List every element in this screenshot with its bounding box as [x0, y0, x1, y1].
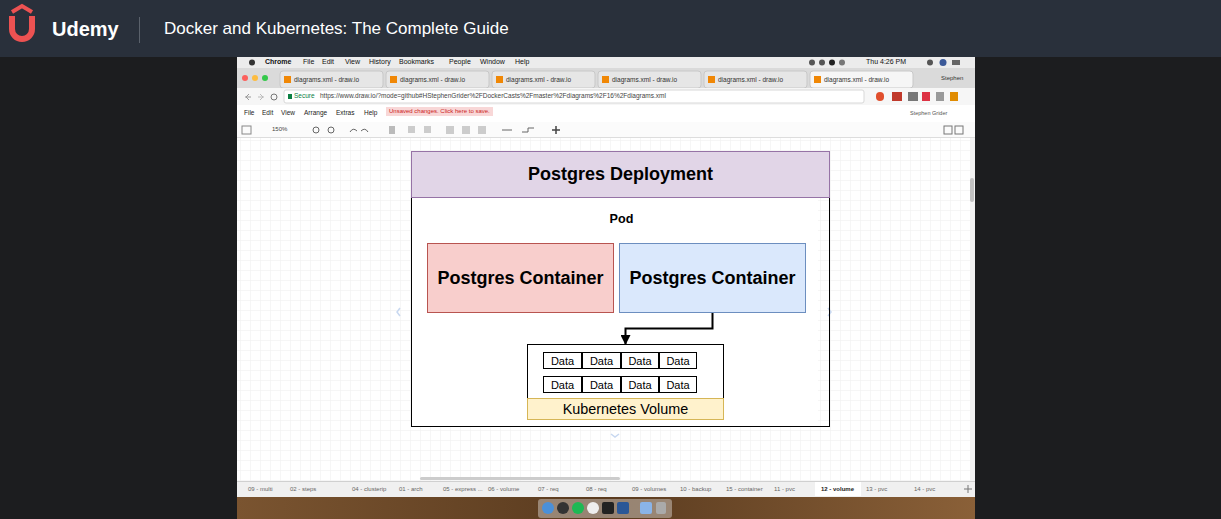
page-tab: 10 - backup: [680, 486, 711, 493]
ui-label: Arrange: [304, 109, 327, 117]
page-tab: 08 - req: [586, 486, 607, 493]
ui-label: Extras: [336, 109, 354, 117]
ui-label: People: [449, 58, 471, 66]
browser-tab-title: diagrams.xml - draw.io: [294, 76, 359, 84]
data-cell: Data: [621, 376, 659, 393]
page-tab: 06 - volume: [488, 486, 519, 493]
page-tab: 11 - pvc: [774, 486, 795, 493]
ui-label: Help: [515, 58, 529, 66]
container-title: Postgres Container: [621, 266, 803, 291]
browser-tab-title: diagrams.xml - draw.io: [718, 76, 783, 84]
url-text: https://www.draw.io/?mode=github#HStephe…: [320, 92, 666, 100]
pod-title: Pod: [412, 212, 831, 226]
data-cell: Data: [659, 376, 697, 393]
ui-label: Unsaved changes. Click here to save.: [386, 107, 493, 116]
browser-tab-title: diagrams.xml - draw.io: [400, 76, 465, 84]
page-tab: 01 - arch: [399, 486, 423, 493]
connector-arrow: [626, 313, 713, 344]
data-cell: Data: [659, 352, 697, 369]
ui-label: View: [281, 109, 295, 117]
ui-label: File: [244, 109, 254, 117]
page-tab: 07 - req: [538, 486, 559, 493]
volume-box: Kubernetes VolumeDataDataDataDataDataDat…: [527, 344, 724, 420]
ui-label: View: [345, 58, 360, 66]
browser-tab-title: diagrams.xml - draw.io: [506, 76, 571, 84]
course-title: Docker and Kubernetes: The Complete Guid…: [164, 19, 509, 39]
data-label: Data: [666, 355, 689, 367]
data-label: Data: [551, 355, 574, 367]
data-cell: Data: [582, 376, 621, 393]
pod-region: PodPostgres Container Postgres ContainerK…: [412, 198, 831, 428]
data-cell: Data: [621, 352, 659, 369]
browser-tab-title: diagrams.xml - draw.io: [612, 76, 677, 84]
page-tab: 09 - volumes: [632, 486, 666, 493]
browser-tab-title: diagrams.xml - draw.io: [824, 76, 889, 84]
page-tab: 09 - multi: [248, 486, 273, 493]
data-label: Data: [590, 379, 613, 391]
container-box: Postgres Container: [427, 243, 614, 313]
page-tab: 15 - container: [726, 486, 763, 493]
ui-label: 150%: [272, 126, 287, 133]
ui-label: Secure: [294, 92, 315, 100]
data-label: Data: [666, 379, 689, 391]
deployment-title: Postgres Deployment: [411, 151, 830, 198]
data-cell: Data: [582, 352, 621, 369]
data-label: Data: [628, 355, 651, 367]
ui-label: Edit: [322, 58, 334, 66]
deployment-box: Postgres DeploymentPodPostgres Container…: [411, 151, 830, 427]
ui-label: Stephen: [941, 75, 963, 82]
page-tab: 02 - steps: [290, 486, 316, 493]
data-cell: Data: [543, 352, 582, 369]
data-label: Data: [590, 355, 613, 367]
ui-label: Stephen Grider: [910, 110, 947, 117]
data-cell: Data: [543, 376, 582, 393]
container-box: Postgres Container: [619, 243, 806, 313]
ui-label: Bookmarks: [399, 58, 434, 66]
ui-label: File: [303, 58, 314, 66]
data-label: Data: [551, 379, 574, 391]
page-tab: 12 - volume: [821, 486, 854, 493]
ui-label: Thu 4:26 PM: [866, 58, 906, 66]
page-tab: 05 - express ...: [443, 486, 483, 493]
page-tab: 14 - pvc: [914, 486, 935, 493]
container-title: Postgres Container: [429, 266, 611, 291]
ui-label: Help: [364, 109, 377, 117]
page-tab: 13 - pvc: [866, 486, 887, 493]
page-tab: 04 - clusterip: [352, 486, 386, 493]
ui-label: History: [369, 58, 391, 66]
ui-label: Chrome: [265, 58, 291, 66]
data-label: Data: [628, 379, 651, 391]
brand-name: Udemy: [52, 17, 119, 41]
ui-label: Edit: [262, 109, 273, 117]
ui-label: Window: [480, 58, 505, 66]
volume-title: Kubernetes Volume: [527, 398, 724, 420]
